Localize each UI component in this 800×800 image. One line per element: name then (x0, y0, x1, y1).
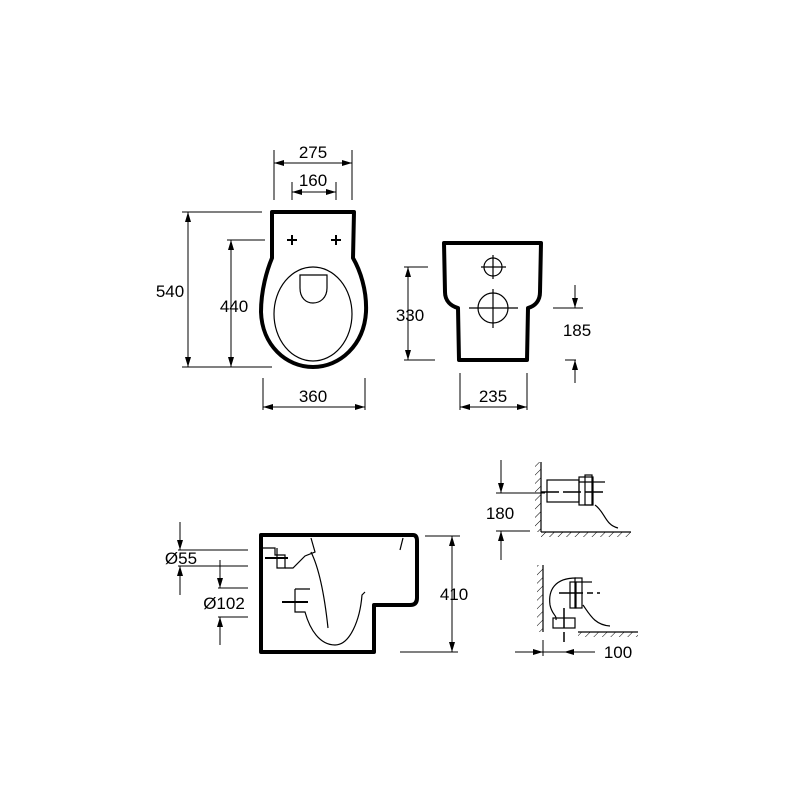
inlet-channel (285, 537, 316, 569)
dimension-lines (404, 266, 583, 410)
dim-160: 160 (299, 171, 327, 190)
dimension-lines (177, 522, 460, 653)
dim-diameter-102: Ø102 (203, 594, 245, 613)
top-view: 275 160 540 440 360 (156, 143, 369, 410)
dim-410: 410 (440, 585, 468, 604)
dim-360: 360 (299, 387, 327, 406)
inlet-pipe (263, 547, 286, 569)
dim-330: 330 (396, 306, 424, 325)
dim-180: 180 (486, 504, 514, 523)
dim-diameter-55: Ø55 (165, 549, 197, 568)
dim-275: 275 (299, 143, 327, 162)
vertical-outlet-detail: 100 (515, 565, 638, 662)
dim-540: 540 (156, 282, 184, 301)
dim-440: 440 (220, 297, 248, 316)
front-view: 330 185 235 (396, 241, 591, 410)
trap-front (310, 551, 329, 629)
seat-rim (273, 266, 353, 362)
horizontal-outlet-detail: 180 (486, 460, 631, 560)
trap-back (294, 588, 366, 646)
top-view-outline (259, 210, 369, 369)
bowl-opening (299, 274, 328, 304)
side-view: Ø55 Ø102 410 (165, 522, 468, 654)
dim-185: 185 (563, 321, 591, 340)
dim-100: 100 (604, 643, 632, 662)
dim-235: 235 (479, 387, 507, 406)
dimension-lines (182, 150, 366, 410)
fixing-cross-icon (287, 235, 341, 245)
side-view-outline (259, 533, 419, 654)
front-view-outline (442, 241, 543, 362)
